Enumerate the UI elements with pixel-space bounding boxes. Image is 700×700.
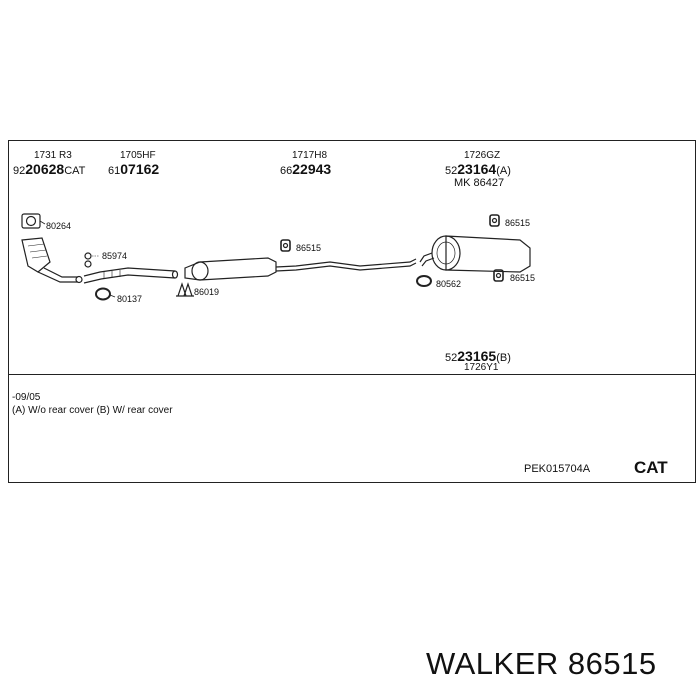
part-code-4: 1726GZ — [464, 150, 501, 161]
callout-86515-top: 86515 — [505, 218, 531, 228]
clamp-ring-icon — [95, 287, 111, 301]
clamp-icon — [416, 275, 432, 287]
callout-85974: 85974 — [102, 251, 128, 261]
section-divider — [8, 374, 696, 375]
callout-86515-center: 86515 — [296, 243, 322, 253]
part-number-4: 5223164(A) — [445, 161, 511, 177]
mounting-kit-label: MK 86427 — [454, 177, 505, 189]
notes-legend: (A) W/o rear cover (B) W/ rear cover — [12, 405, 173, 416]
callout-80264: 80264 — [46, 221, 72, 231]
callout-86019: 86019 — [194, 287, 220, 297]
hanger-icon — [176, 282, 194, 297]
reference-code: PEK015704A — [524, 463, 591, 475]
rear-muffler-icon — [419, 235, 531, 273]
rubber-mount-icon — [489, 214, 500, 227]
notes-date: -09/05 — [12, 392, 41, 403]
callout-80562: 80562 — [436, 279, 462, 289]
catalytic-converter-icon — [21, 237, 83, 284]
brand-title: WALKER 86515 — [426, 646, 657, 681]
part-code-5: 1726Y1 — [464, 362, 499, 373]
part-number-2: 6107162 — [108, 161, 160, 177]
part-number-1: 9220628CAT — [13, 161, 86, 177]
cat-label: CAT — [634, 458, 668, 477]
diagram-frame — [8, 140, 696, 483]
bolt-icon — [84, 252, 99, 268]
gasket-icon — [21, 213, 46, 229]
part-code-1: 1731 R3 — [34, 150, 72, 161]
front-pipe-icon — [83, 267, 176, 277]
part-code-3: 1717H8 — [292, 150, 328, 161]
part-number-3: 6622943 — [280, 161, 332, 177]
part-number-5: 5223165(B) — [445, 348, 511, 364]
callout-86515-right: 86515 — [510, 273, 536, 283]
rubber-mount-icon — [493, 269, 504, 282]
part-code-2: 1705HF — [120, 150, 156, 161]
center-muffler-icon — [184, 257, 417, 281]
rubber-mount-icon — [280, 239, 291, 252]
callout-80137: 80137 — [117, 294, 143, 304]
